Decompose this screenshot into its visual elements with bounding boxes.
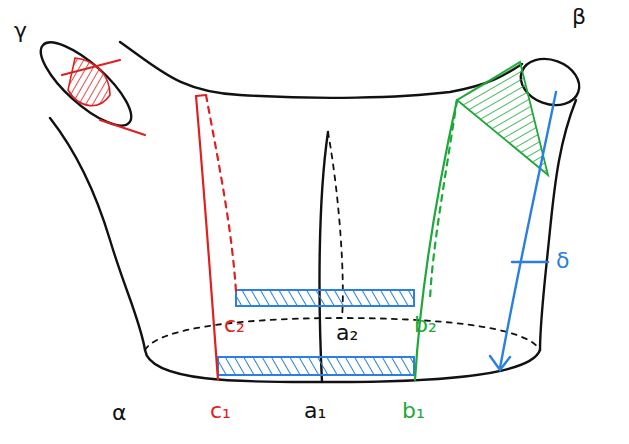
curve-label: δ [556, 250, 569, 272]
red-curve [62, 58, 236, 380]
point-label: a₂ [336, 322, 358, 344]
point-label: b₂ [414, 314, 437, 336]
surface-outline [30, 30, 586, 382]
blue-curve [490, 92, 556, 370]
point-label: c₁ [210, 400, 231, 422]
point-label: b₁ [402, 400, 425, 422]
boundary-label: β [572, 6, 586, 28]
boundary-label: α [112, 402, 127, 424]
point-label: a₁ [304, 400, 326, 422]
point-label: c₂ [224, 314, 245, 336]
boundary-label: γ [14, 20, 27, 42]
